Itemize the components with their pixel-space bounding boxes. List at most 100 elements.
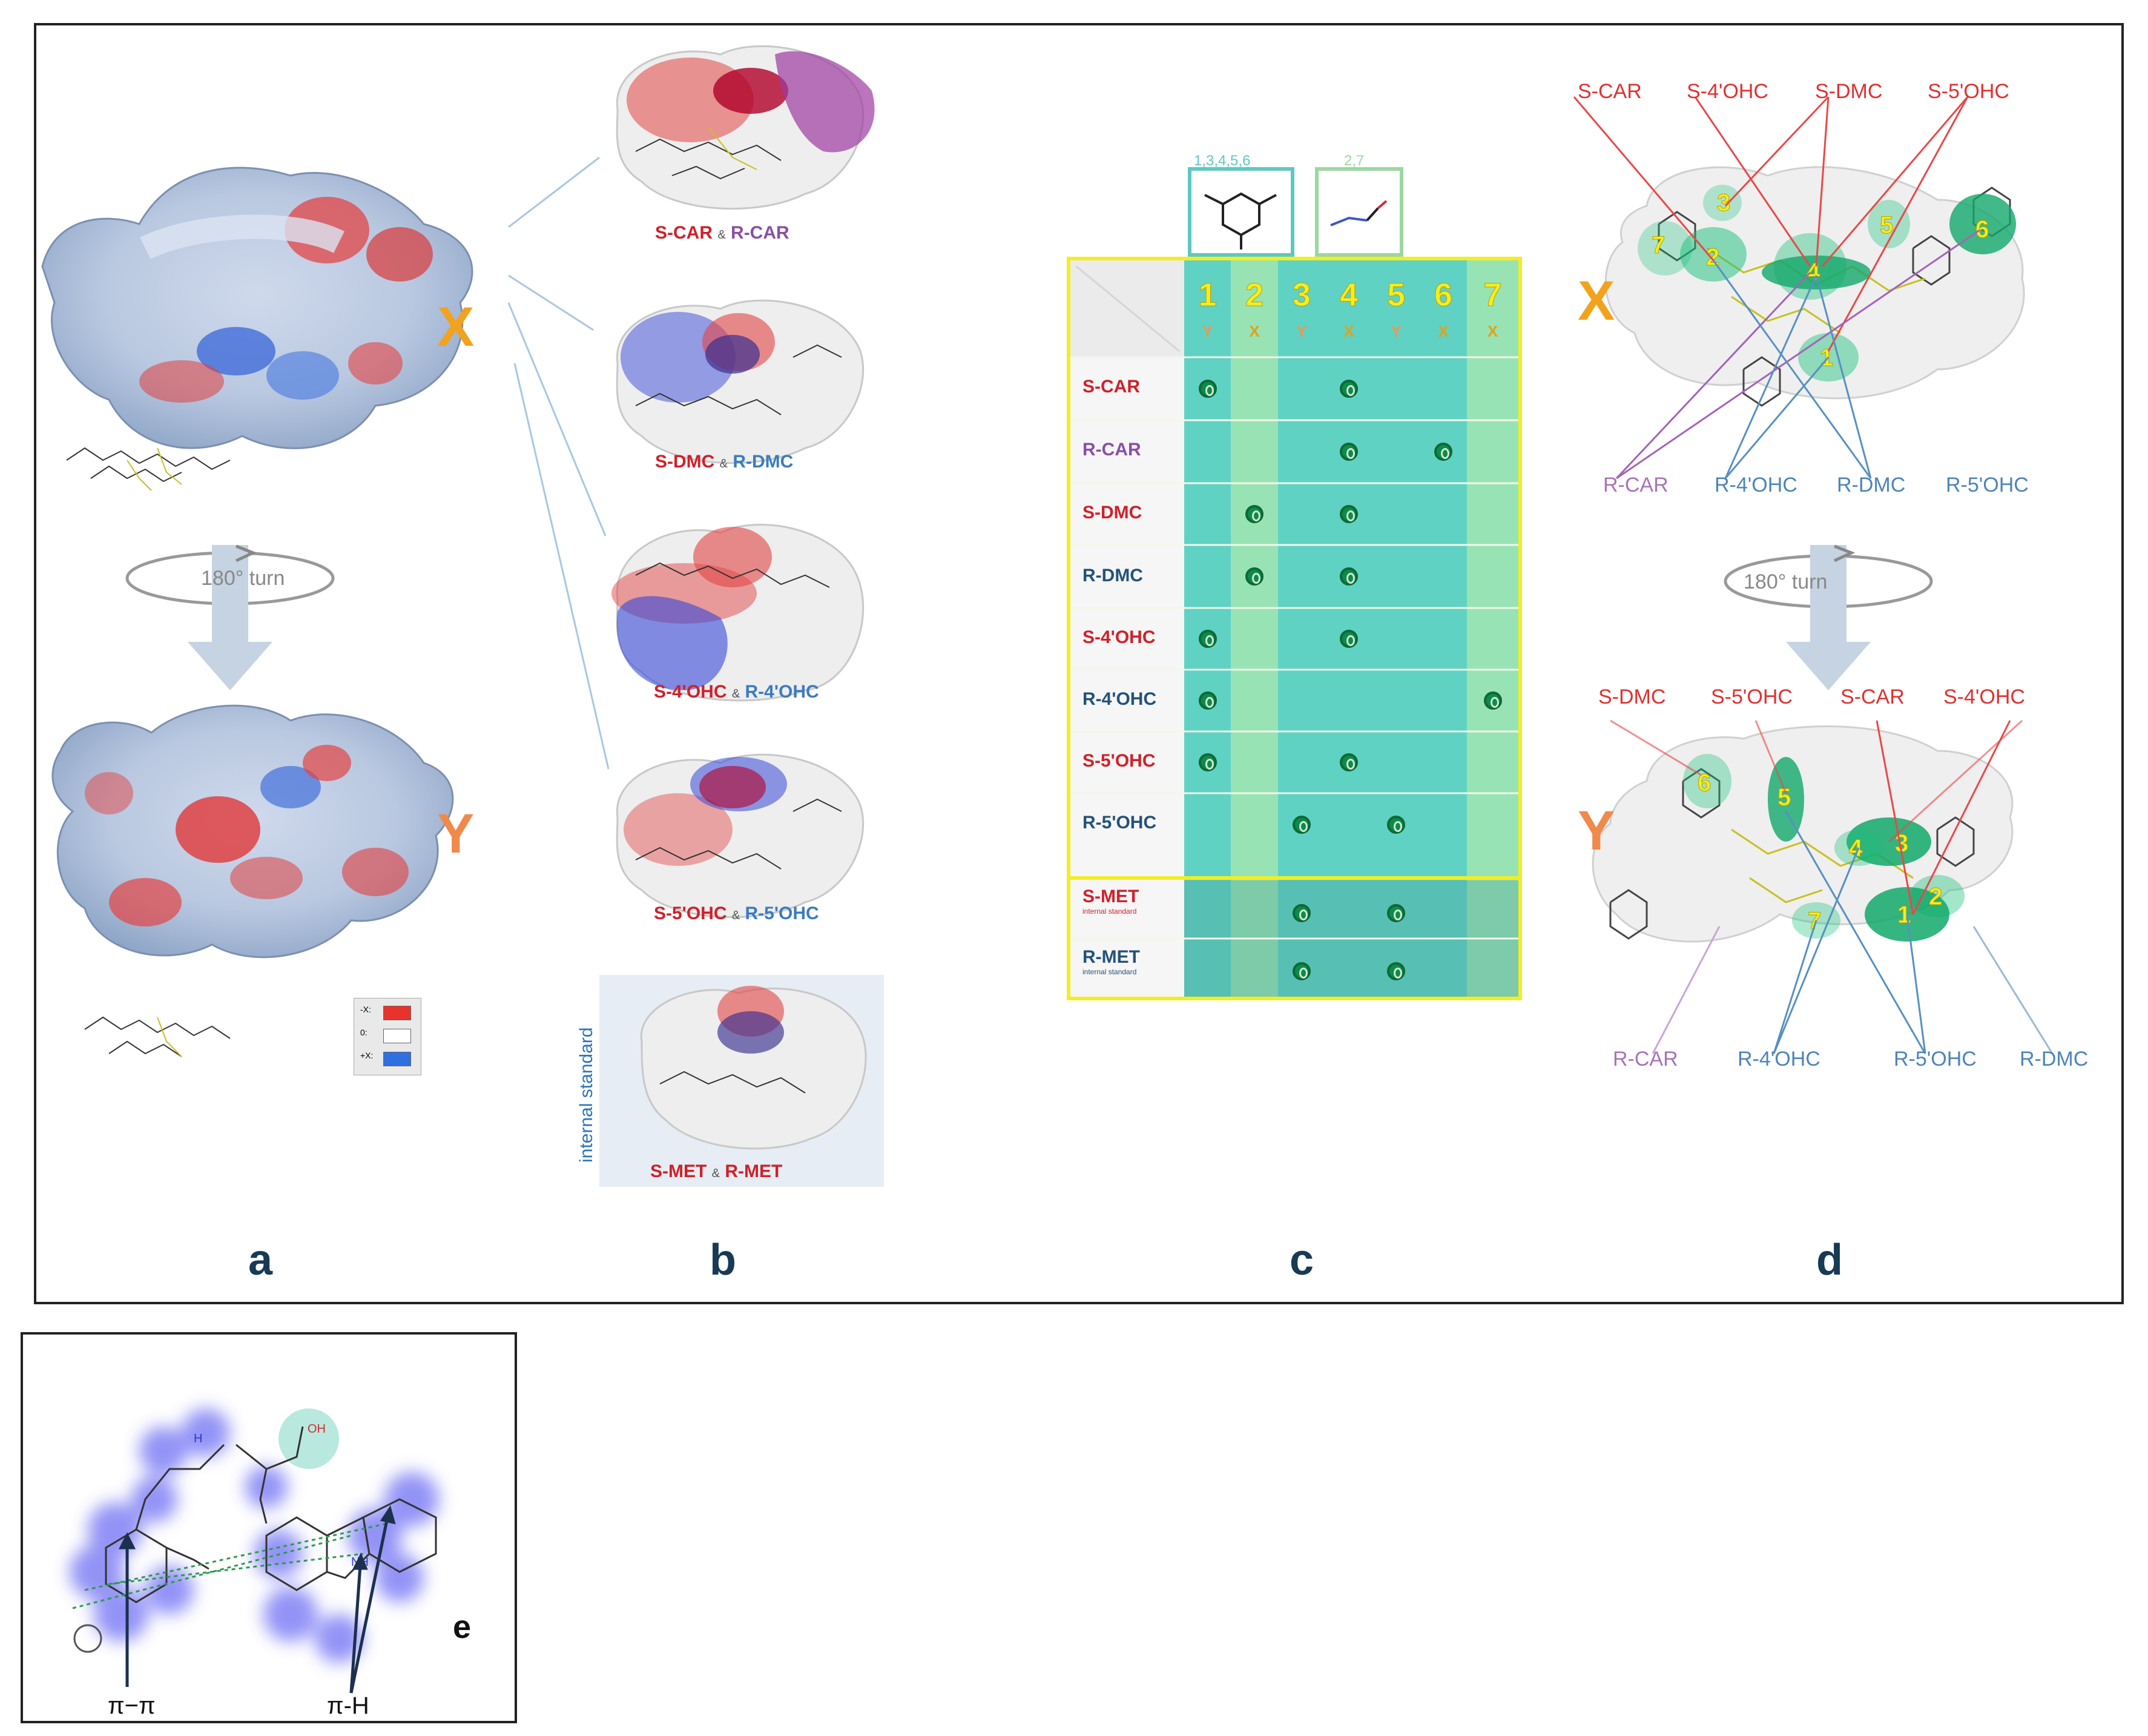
legend-label-zero: 0: — [360, 1028, 367, 1037]
x-top-label: S-CAR — [1578, 80, 1642, 103]
row-label: S-CAR — [1082, 377, 1140, 397]
interaction-mark — [1198, 753, 1217, 771]
legend-label-neg: -X: — [360, 1005, 371, 1014]
site-marker — [1868, 200, 1910, 248]
y-top-label: S-DMC — [1598, 685, 1666, 708]
aryl-ring-icon — [1204, 192, 1277, 249]
site-marker — [1638, 221, 1692, 276]
amide-group-icon — [1330, 200, 1388, 226]
rotation-arrow-d — [1724, 544, 1933, 690]
interaction-table: 1 2 3 4 5 6 7 Y X Y X Y X X S-CAR R-CAR … — [1067, 257, 1522, 1000]
molecule-x: 7 2 3 4 5 6 1 — [1573, 96, 2025, 480]
col-header-5: 5 — [1386, 277, 1406, 314]
site-marker — [1768, 757, 1804, 842]
interaction-mark — [1387, 816, 1405, 834]
x-bottom-label: R-4'OHC — [1715, 474, 1797, 497]
row-label: R-4'OHC — [1082, 689, 1157, 709]
col-side-5: Y — [1391, 322, 1402, 340]
group-icon-amide-label: 2,7 — [1344, 153, 1365, 169]
interaction-mark — [1293, 904, 1311, 922]
interaction-marks — [1070, 260, 1518, 997]
panel-a-b-connectors — [507, 156, 610, 770]
nh-atom-label: H — [194, 1432, 202, 1445]
panel-a-graphics — [41, 167, 473, 1057]
site-marker — [1703, 185, 1742, 221]
panel-e-frame — [21, 1332, 517, 1723]
blob-met — [599, 975, 884, 1187]
col-header-1: 1 — [1198, 277, 1217, 314]
stick-model-x — [66, 447, 231, 491]
interaction-mark — [1245, 505, 1263, 523]
site-number: 5 — [1880, 212, 1893, 239]
site-marker — [1683, 754, 1731, 808]
site-number: 4 — [1849, 835, 1863, 862]
interaction-mark — [1340, 630, 1358, 648]
row-label: S-DMC — [1082, 503, 1142, 523]
site-number: 6 — [1698, 770, 1711, 796]
site-number: 5 — [1777, 784, 1791, 811]
stick-model-y — [84, 1016, 231, 1057]
x-bottom-label: R-DMC — [1837, 474, 1906, 497]
caption-met: S-MET & R-MET — [650, 1161, 783, 1181]
interaction-dashes — [72, 1522, 388, 1609]
row-label: S-4'OHC — [1082, 627, 1156, 647]
row-label: S-MET internal standard — [1082, 886, 1139, 916]
y-bottom-label: R-5'OHC — [1894, 1048, 1977, 1071]
y-top-label: S-5'OHC — [1711, 685, 1793, 708]
col-header-3: 3 — [1292, 277, 1311, 314]
main-figure-frame — [34, 23, 2124, 1304]
surface-x — [41, 167, 473, 449]
interaction-mark — [1340, 567, 1358, 586]
pi-h-label: π-H — [327, 1692, 369, 1719]
blob-4ohc — [611, 524, 865, 702]
site-marker — [1762, 256, 1871, 289]
site-number: 3 — [1717, 190, 1730, 216]
panel-d-turn-label: 180° turn — [1744, 570, 1828, 593]
col-side-4: X — [1343, 322, 1354, 340]
molecule-y: 6 5 3 4 2 1 7 — [1592, 719, 2054, 1054]
panel-e-graphics: H OH NH — [70, 1408, 439, 1694]
col-header-6: 6 — [1434, 277, 1453, 314]
y-top-label: S-4'OHC — [1943, 685, 2025, 708]
site-number: 1 — [1820, 345, 1833, 371]
col-side-7: X — [1487, 322, 1498, 340]
panel-letter-b: b — [710, 1236, 736, 1284]
col-header-4: 4 — [1339, 277, 1359, 314]
panel-letter-c: c — [1290, 1236, 1314, 1284]
x-bottom-label: R-5'OHC — [1946, 474, 2029, 497]
x-top-label: S-4'OHC — [1687, 80, 1768, 103]
interaction-mark — [1198, 630, 1217, 648]
rotation-arrow-a — [125, 544, 335, 690]
y-top-label: S-CAR — [1840, 685, 1905, 708]
y-bottom-label: R-DMC — [2020, 1048, 2089, 1071]
col-header-7: 7 — [1483, 277, 1502, 314]
oh-halo — [278, 1408, 339, 1469]
col-side-1: Y — [1202, 322, 1213, 340]
row-label: R-MET internal standard — [1082, 947, 1140, 976]
x-top-label: S-5'OHC — [1928, 80, 2009, 103]
interaction-mark — [1198, 380, 1217, 398]
surface-y — [51, 704, 454, 959]
group-icon-aryl-label: 1,3,4,5,6 — [1194, 153, 1251, 169]
row-label: R-CAR — [1082, 440, 1141, 460]
legend-swatch-zero — [383, 1029, 411, 1043]
site-number: 7 — [1652, 232, 1665, 259]
row-label: R-DMC — [1082, 566, 1143, 586]
panel-d-graphics: 7 2 3 4 5 6 1 — [1573, 96, 2054, 1054]
lone-pair-circle — [73, 1624, 102, 1653]
interaction-mark — [1483, 691, 1502, 710]
y-bottom-label: R-CAR — [1613, 1048, 1678, 1071]
legend-swatch-neg — [383, 1006, 411, 1020]
caption-4ohc: S-4'OHC & R-4'OHC — [654, 682, 819, 702]
oh-atom-label: OH — [308, 1422, 326, 1436]
panel-a-x-label: X — [437, 296, 475, 358]
interaction-arrows — [118, 1505, 396, 1694]
row-label: R-5'OHC — [1082, 813, 1157, 833]
col-side-6: X — [1438, 322, 1449, 340]
site-number: 6 — [1975, 216, 1989, 243]
panel-d-x-label: X — [1578, 270, 1615, 332]
interaction-mark — [1293, 962, 1311, 980]
row-label: S-5'OHC — [1082, 751, 1156, 771]
interaction-mark — [1387, 962, 1405, 980]
panel-a-turn-label: 180° turn — [201, 567, 285, 590]
